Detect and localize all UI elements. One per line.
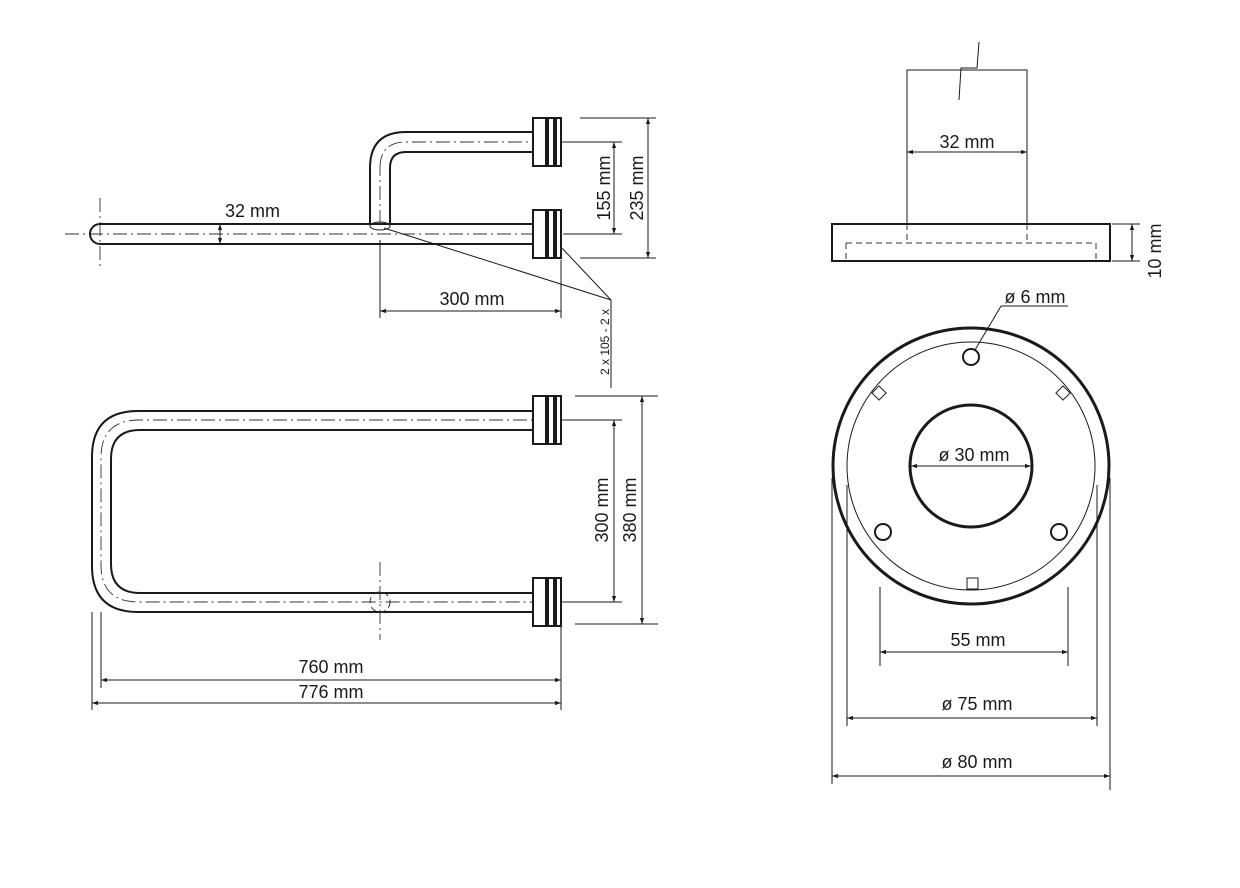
front-overall-length-label: 776 mm (298, 682, 363, 702)
outer-diameter-label: ø 80 mm (941, 752, 1012, 772)
side-view: 32 mm 300 mm 155 mm 235 mm 2 x 105 - 2 x (65, 117, 656, 388)
hole-diameter-label: ø 6 mm (1005, 287, 1066, 307)
flange-tube-width-label: 32 mm (939, 132, 994, 152)
side-view-lower-tube (89, 223, 533, 245)
front-view-hidden-tube-section (369, 591, 391, 613)
front-outer-spacing-label: 380 mm (620, 477, 640, 542)
side-tube-diameter-label: 32 mm (225, 201, 280, 221)
hole-diameter-leader (974, 305, 1002, 351)
flange-thickness-label: 10 mm (1145, 223, 1165, 278)
flange-mark-square-left (871, 385, 887, 401)
hole-spacing-label: 55 mm (950, 630, 1005, 650)
side-view-upper-bent-tube (369, 131, 575, 231)
side-offset-height-label: 155 mm (594, 155, 614, 220)
side-view-lower-flange (532, 209, 562, 259)
side-view-upper-flange (532, 117, 562, 167)
flange-mark-square-bottom (966, 577, 979, 590)
front-view-outer-tube-edge (91, 410, 533, 613)
front-view-centerline (100, 419, 575, 603)
side-projection-label: 300 mm (439, 289, 504, 309)
flange-break-line-icon (958, 41, 980, 101)
front-view-inner-tube-edge (110, 429, 533, 594)
flange-mounting-hole-top (962, 348, 980, 366)
front-inner-spacing-label: 300 mm (592, 477, 612, 542)
flange-side-view: 32 mm 10 mm (831, 41, 1165, 279)
flange-inner-circle (846, 341, 1096, 591)
inner-diameter-label: ø 75 mm (941, 694, 1012, 714)
front-view-lower-flange (532, 577, 562, 627)
flange-plan-view: ø 6 mm ø 30 mm 55 mm ø 75 mm ø 80 mm (831, 287, 1111, 790)
front-inner-length-label: 760 mm (298, 657, 363, 677)
flange-mounting-hole-right (1050, 523, 1068, 541)
bore-diameter-label: ø 30 mm (938, 445, 1009, 465)
weld-note-label: 2 x 105 - 2 x (598, 309, 612, 375)
weld-symbol-leader (383, 227, 612, 388)
side-total-height-label: 235 mm (627, 155, 647, 220)
flange-mounting-hole-left (874, 523, 892, 541)
flange-mark-square-right (1055, 385, 1071, 401)
front-view: 300 mm 380 mm 760 mm 776 mm (91, 395, 658, 710)
front-view-upper-flange (532, 395, 562, 445)
